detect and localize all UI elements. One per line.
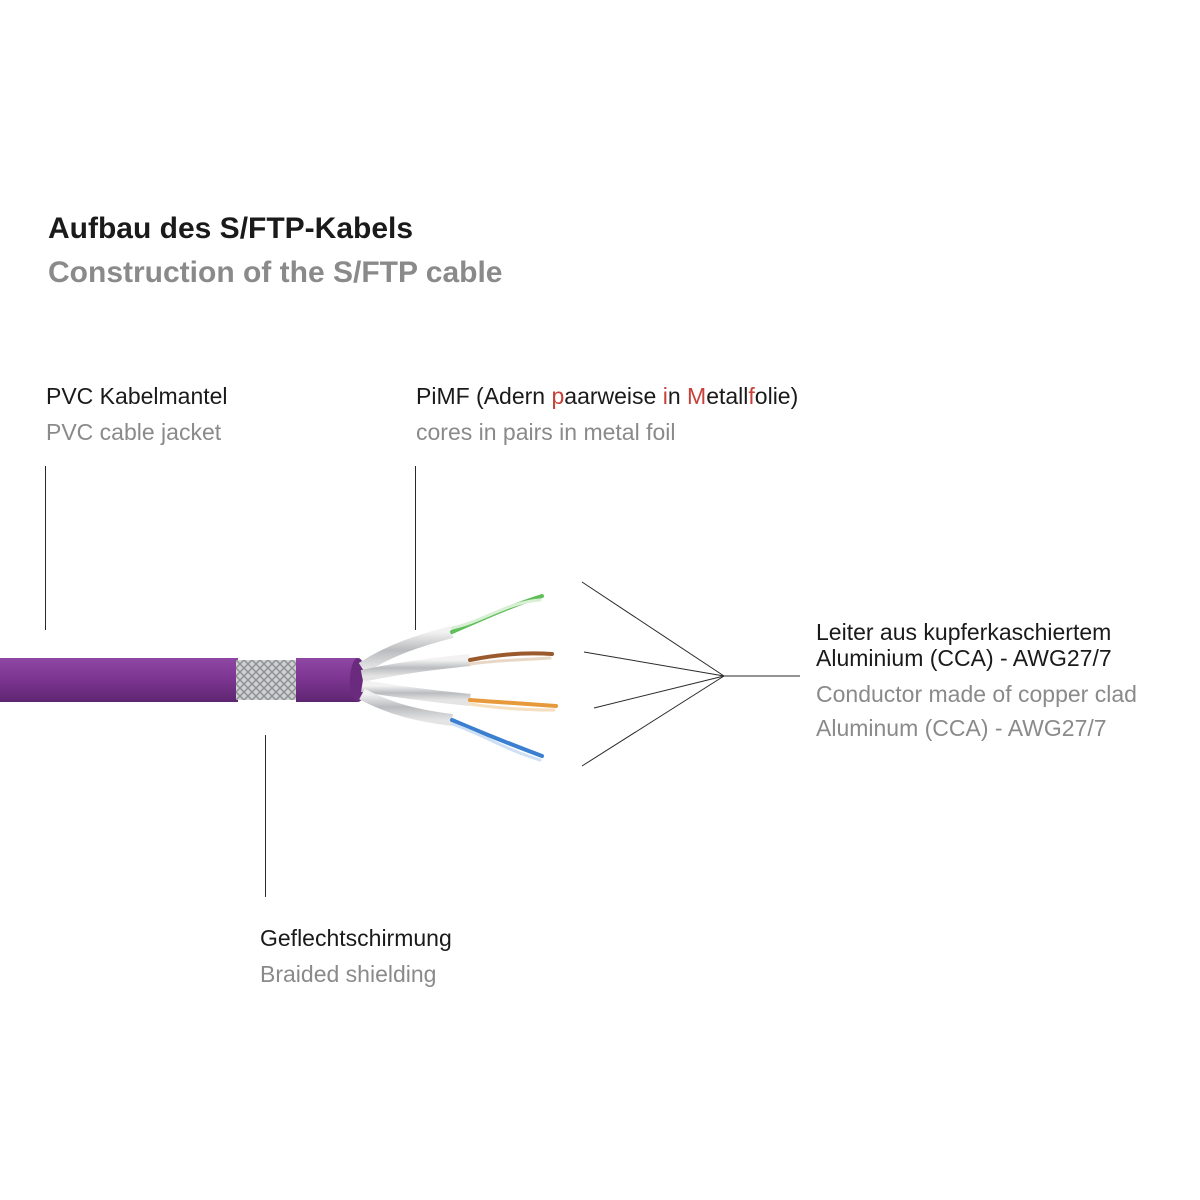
jacket-label-en: PVC cable jacket (46, 419, 222, 445)
jacket-label-de: PVC Kabelmantel (46, 383, 228, 409)
cable-jacket-left (0, 658, 238, 702)
pimf-label-de: PiMF (Adern paarweise in Metallfolie) (416, 383, 799, 409)
braided-shield-section (236, 660, 298, 700)
pimf-label-en: cores in pairs in metal foil (416, 419, 676, 445)
title-german: Aufbau des S/FTP-Kabels (48, 212, 414, 245)
shielding-leader-line (265, 735, 266, 897)
twisted-pair-blue (450, 718, 544, 762)
pimf-leader-line (415, 466, 416, 630)
twisted-pair-brown (468, 651, 554, 666)
cable-jacket-ring (296, 658, 358, 702)
shielding-label-en: Braided shielding (260, 961, 437, 987)
conductor-leader-lines (581, 581, 800, 767)
title-english: Construction of the S/FTP cable (48, 256, 503, 289)
pimf-foil-bundle (358, 626, 471, 726)
twisted-pair-green (450, 594, 544, 634)
jacket-leader-line (45, 466, 46, 630)
conductor-label-en-line2: Aluminum (CCA) - AWG27/7 (816, 715, 1107, 741)
twisted-pair-orange (468, 698, 558, 712)
conductor-label-de-line1: Leiter aus kupferkaschiertem (816, 619, 1112, 645)
conductor-label-de-line2: Aluminium (CCA) - AWG27/7 (816, 645, 1112, 671)
conductor-label-en-line1: Conductor made of copper clad (816, 681, 1137, 707)
shielding-label-de: Geflechtschirmung (260, 925, 452, 951)
